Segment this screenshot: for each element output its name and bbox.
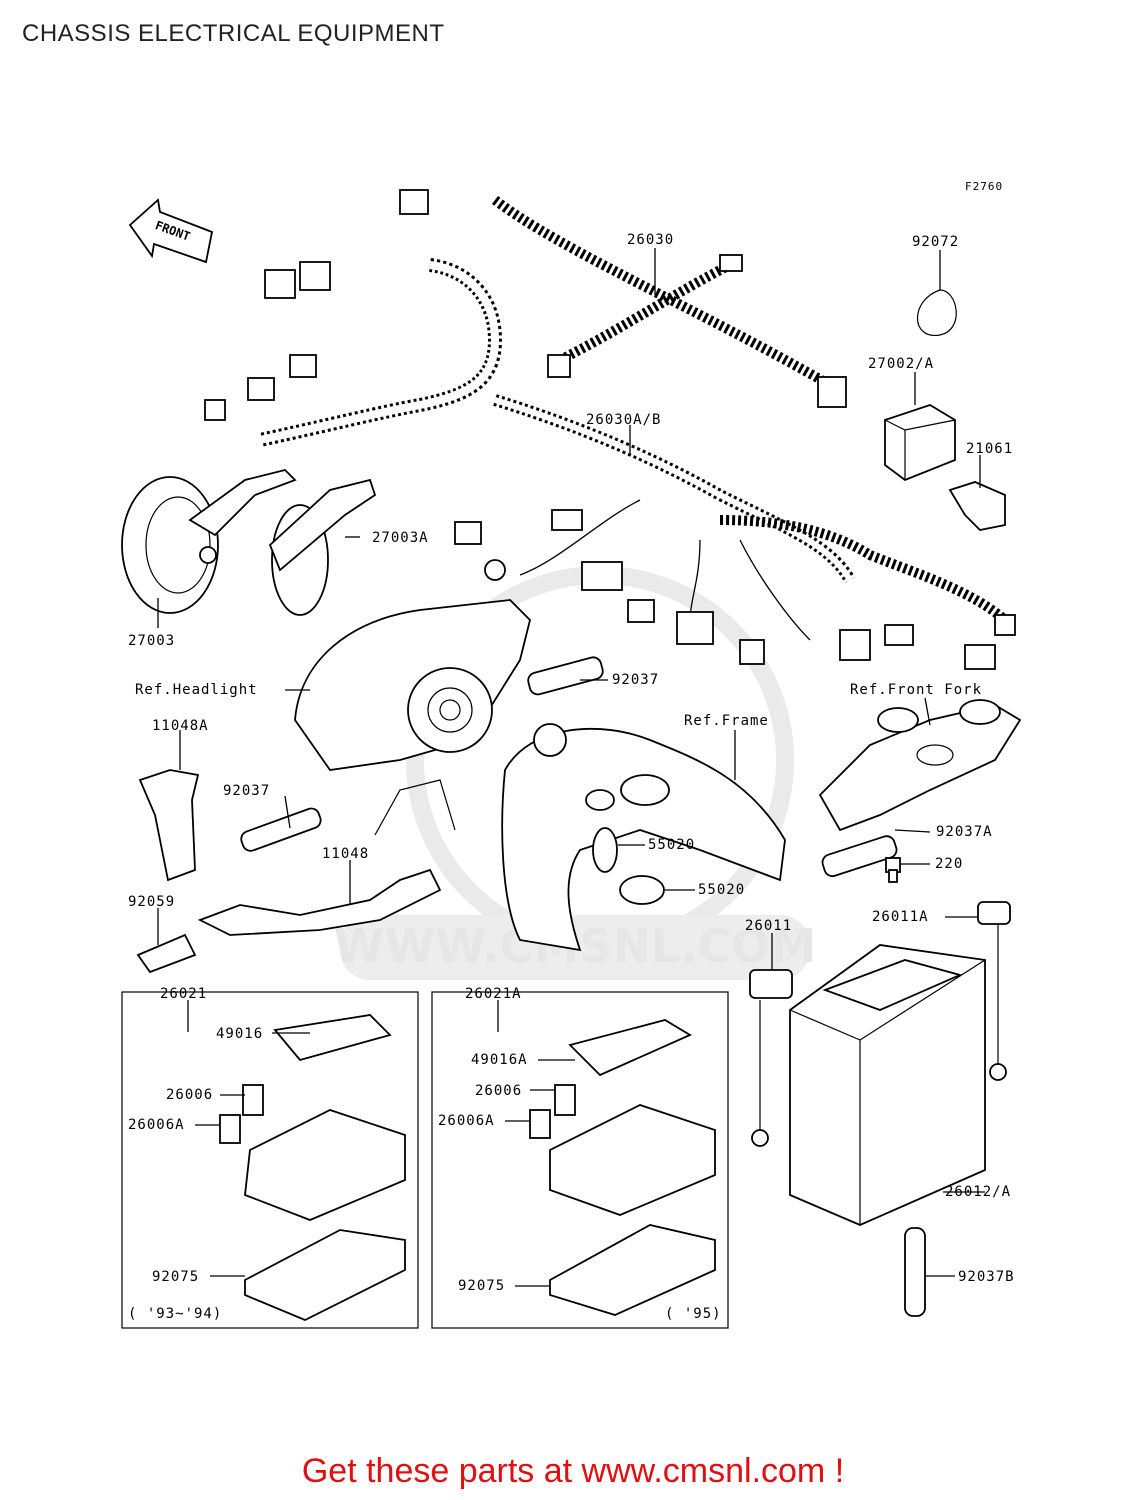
label-11048a: 11048A [152, 718, 209, 734]
label-26030: 26030 [627, 232, 674, 248]
bolt-220 [885, 857, 901, 883]
label-92037-left: 92037 [223, 783, 270, 799]
battery-26012 [789, 944, 986, 1226]
label-220: 220 [935, 856, 963, 872]
label-27002a: 27002/A [868, 356, 934, 372]
label-27003a: 27003A [372, 530, 429, 546]
main-wiring-harness [204, 189, 1016, 670]
label-11048: 11048 [322, 846, 369, 862]
bracket-11048 [197, 868, 442, 936]
grommet-55020-a [592, 827, 618, 873]
bracket-11048a [138, 769, 200, 882]
label-26006a-left: 26006A [128, 1117, 185, 1133]
strap-92037b [904, 1227, 926, 1317]
grommet-55020-b [619, 875, 665, 905]
cable-26011 [749, 969, 793, 1147]
part-21061 [948, 481, 1006, 531]
label-26011: 26011 [745, 918, 792, 934]
label-26011a: 26011A [872, 909, 929, 925]
label-26021a: 26021A [465, 986, 522, 1002]
leader-lines [157, 248, 985, 1287]
label-26006-right: 26006 [475, 1083, 522, 1099]
label-49016a: 49016A [471, 1052, 528, 1068]
cable-26011a [977, 901, 1011, 1081]
horn-27003 [121, 469, 297, 614]
parts-diagram: WWW.CMSNL.COM F2760 FRONT [121, 180, 1022, 1329]
label-92075-left: 92075 [152, 1269, 199, 1285]
label-ref-headlight: Ref.Headlight [135, 682, 258, 698]
strap-92037-left [240, 807, 322, 852]
label-92059: 92059 [128, 894, 175, 910]
label-ref-front-fork: Ref.Front Fork [850, 682, 982, 698]
label-years-right: ( '95) [665, 1306, 722, 1322]
label-55020-a: 55020 [648, 837, 695, 853]
headlight-assembly [294, 599, 531, 771]
relay-27002 [884, 404, 956, 482]
front-fork-bracket [818, 699, 1022, 832]
label-26021: 26021 [160, 986, 207, 1002]
label-ref-frame: Ref.Frame [684, 713, 769, 729]
label-27003: 27003 [128, 633, 175, 649]
label-92037-top: 92037 [612, 672, 659, 688]
clamp-92072 [917, 289, 957, 336]
page-title: CHASSIS ELECTRICAL EQUIPMENT [22, 20, 445, 47]
label-92072: 92072 [912, 234, 959, 250]
strap-92037-top [527, 656, 604, 696]
label-55020-b: 55020 [698, 882, 745, 898]
fuse-box-group-26021a [431, 991, 729, 1329]
sub-harness-26030 [491, 196, 847, 408]
part-labels: 26030 92072 27002/A 26030A/B 21061 27003… [128, 232, 1015, 1322]
cta-banner[interactable]: Get these parts at www.cmsnl.com ! [301, 1452, 845, 1490]
label-92075-right: 92075 [458, 1278, 505, 1294]
pad-92059 [136, 933, 197, 974]
label-21061: 21061 [966, 441, 1013, 457]
label-92037a: 92037A [936, 824, 993, 840]
label-26012a: 26012/A [945, 1184, 1011, 1200]
fuse-box-group-26021 [121, 991, 419, 1329]
label-years-left: ( '93~'94) [128, 1306, 222, 1322]
strap-92037a [821, 835, 898, 878]
horn-27003a [268, 478, 377, 616]
label-92037b: 92037B [958, 1269, 1015, 1285]
label-26006-left: 26006 [166, 1087, 213, 1103]
figure-code: F2760 [965, 180, 1003, 193]
label-49016: 49016 [216, 1026, 263, 1042]
label-26006a-right: 26006A [438, 1113, 495, 1129]
front-arrow-icon: FRONT [128, 198, 214, 264]
frame-reference [501, 723, 786, 952]
label-26030ab: 26030A/B [586, 412, 661, 428]
